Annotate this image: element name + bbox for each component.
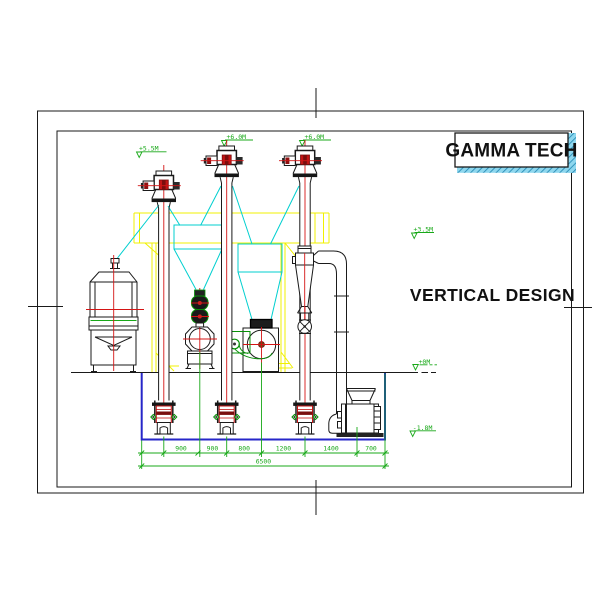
hammer-mill-machine <box>229 318 280 372</box>
svg-text:+6.0M: +6.0M <box>227 133 247 141</box>
elevator-head-1 <box>137 170 182 209</box>
duct-bottom-shoe <box>328 413 347 434</box>
elevation-marker-plus6-0m-a: +6.0M <box>220 133 253 148</box>
elevator-boot-3 <box>291 399 319 435</box>
dimension-label-3: 800 <box>238 445 250 453</box>
sheet-centering-marks <box>28 88 592 515</box>
elevator-boot-2 <box>212 399 241 435</box>
bucket-elevator-1 <box>137 165 182 435</box>
dimension-label-4: 1200 <box>276 445 292 453</box>
dimension-label-6: 700 <box>365 445 377 453</box>
svg-text:+6.0M: +6.0M <box>305 133 325 141</box>
dimension-annotations: 900 900 800 1200 1400 700 6500 <box>138 352 389 469</box>
spout-elev2-to-bin1 <box>200 185 222 226</box>
elevator-boot-1 <box>150 399 178 435</box>
svg-text:+5.5M: +5.5M <box>139 145 159 153</box>
dimension-label-total: 6500 <box>256 458 272 466</box>
fan-unit <box>336 388 384 437</box>
svg-text:+0M: +0M <box>419 358 431 366</box>
spouting-and-bins <box>117 185 300 320</box>
rotary-valve <box>297 319 313 334</box>
spout-elev2-to-bin2 <box>232 185 253 245</box>
elevator-head-2 <box>199 145 245 184</box>
grain-cleaner-machine <box>86 255 144 372</box>
storage-bin-2 <box>237 243 283 273</box>
title-block: GAMMA TECH <box>445 132 577 173</box>
hammer-mill-inlet <box>249 318 273 329</box>
drawing-frame <box>28 88 592 515</box>
elevation-marker-plus0m: +0M <box>412 358 437 372</box>
feeder-cap <box>194 289 206 297</box>
cleaner-inlet <box>110 258 120 264</box>
spout-elev3-to-bin2 <box>270 185 300 245</box>
spout-elev1-to-cleaner <box>117 204 160 259</box>
svg-text:-1.8M: -1.8M <box>413 424 433 432</box>
elevation-markers: +5.5M +6.0M +6.0M +3.5M +0M -1.8M <box>135 133 437 438</box>
feeder-mill-machine <box>183 288 217 369</box>
cyclone-separator <box>292 245 349 434</box>
cyclone-outlet-duct <box>318 250 347 414</box>
fan-base <box>336 433 384 437</box>
title-block-shadow-bottom <box>457 167 576 173</box>
bucket-elevator-2 <box>199 140 245 435</box>
elevation-marker-plus6-0m-b: +6.0M <box>298 133 331 148</box>
dimension-label-2: 900 <box>207 445 219 453</box>
spout-elev1-to-bin1 <box>167 205 181 226</box>
elevation-marker-plus5-5m: +5.5M <box>135 145 167 159</box>
storage-bin-1 <box>173 224 223 250</box>
structure-columns <box>151 243 286 373</box>
elevation-marker-minus1-8m: -1.8M <box>409 424 436 438</box>
company-name: GAMMA TECH <box>445 141 577 162</box>
title-block-shadow-right <box>568 133 576 173</box>
elevation-marker-plus3-5m: +3.5M <box>410 226 434 240</box>
dimension-label-5: 1400 <box>323 445 339 453</box>
svg-text:+3.5M: +3.5M <box>414 226 434 234</box>
dimension-label-1: 900 <box>175 445 187 453</box>
drawing-title: VERTICAL DESIGN <box>410 285 575 305</box>
elevator-head-3 <box>278 145 323 184</box>
